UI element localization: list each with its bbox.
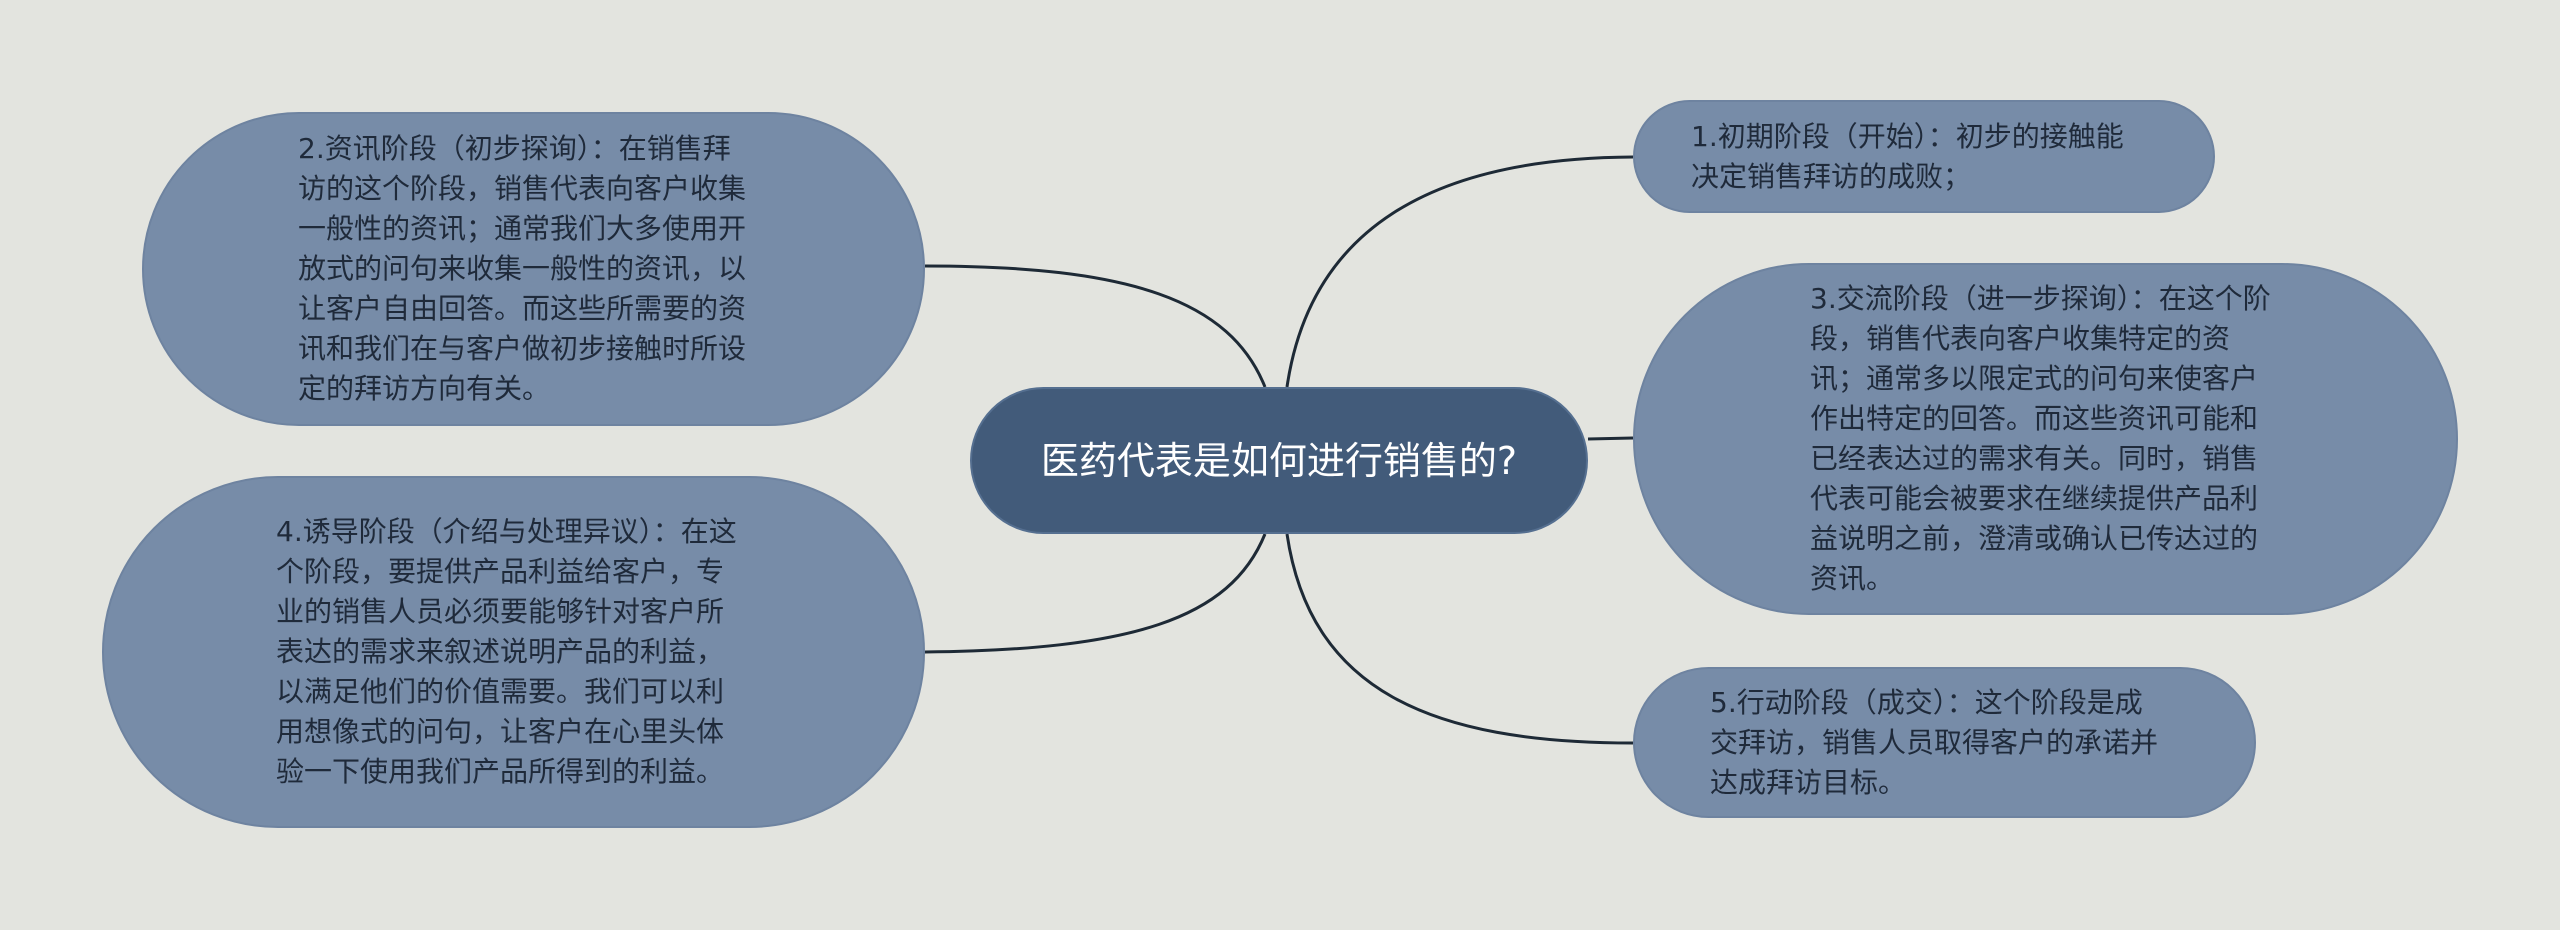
branch-b1-label: 1.初期阶段（开始）：初步的接触能决定销售拜访的成败； <box>1691 119 2124 193</box>
branch-node-b4[interactable]: 4.诱导阶段（介绍与处理异议）：在这个阶段，要提供产品利益给客户，专业的销售人员… <box>102 476 925 828</box>
connector-b3 <box>1587 436 1634 441</box>
branch-b3-label: 3.交流阶段（进一步探询）：在这个阶段，销售代表向客户收集特定的资讯；通常多以限… <box>1810 282 2271 595</box>
branch-b4-label: 4.诱导阶段（介绍与处理异议）：在这个阶段，要提供产品利益给客户，专业的销售人员… <box>276 515 737 788</box>
connector-b1 <box>1285 155 1634 388</box>
branch-node-b2[interactable]: 2.资讯阶段（初步探询）：在销售拜访的这个阶段，销售代表向客户收集一般性的资讯；… <box>142 112 925 426</box>
central-topic[interactable]: 医药代表是如何进行销售的? <box>970 387 1588 534</box>
connector-b2 <box>924 264 1267 388</box>
connector-b4 <box>924 533 1267 654</box>
central-topic-label: 医药代表是如何进行销售的? <box>1040 438 1518 483</box>
branch-node-b3[interactable]: 3.交流阶段（进一步探询）：在这个阶段，销售代表向客户收集特定的资讯；通常多以限… <box>1633 263 2458 615</box>
connector-b5 <box>1285 533 1634 745</box>
branch-node-b5[interactable]: 5.行动阶段（成交）：这个阶段是成交拜访，销售人员取得客户的承诺并达成拜访目标。 <box>1633 667 2256 818</box>
branch-b5-label: 5.行动阶段（成交）：这个阶段是成交拜访，销售人员取得客户的承诺并达成拜访目标。 <box>1710 685 2159 799</box>
branch-b2-label: 2.资讯阶段（初步探询）：在销售拜访的这个阶段，销售代表向客户收集一般性的资讯；… <box>298 132 747 405</box>
branch-node-b1[interactable]: 1.初期阶段（开始）：初步的接触能决定销售拜访的成败； <box>1633 100 2215 213</box>
